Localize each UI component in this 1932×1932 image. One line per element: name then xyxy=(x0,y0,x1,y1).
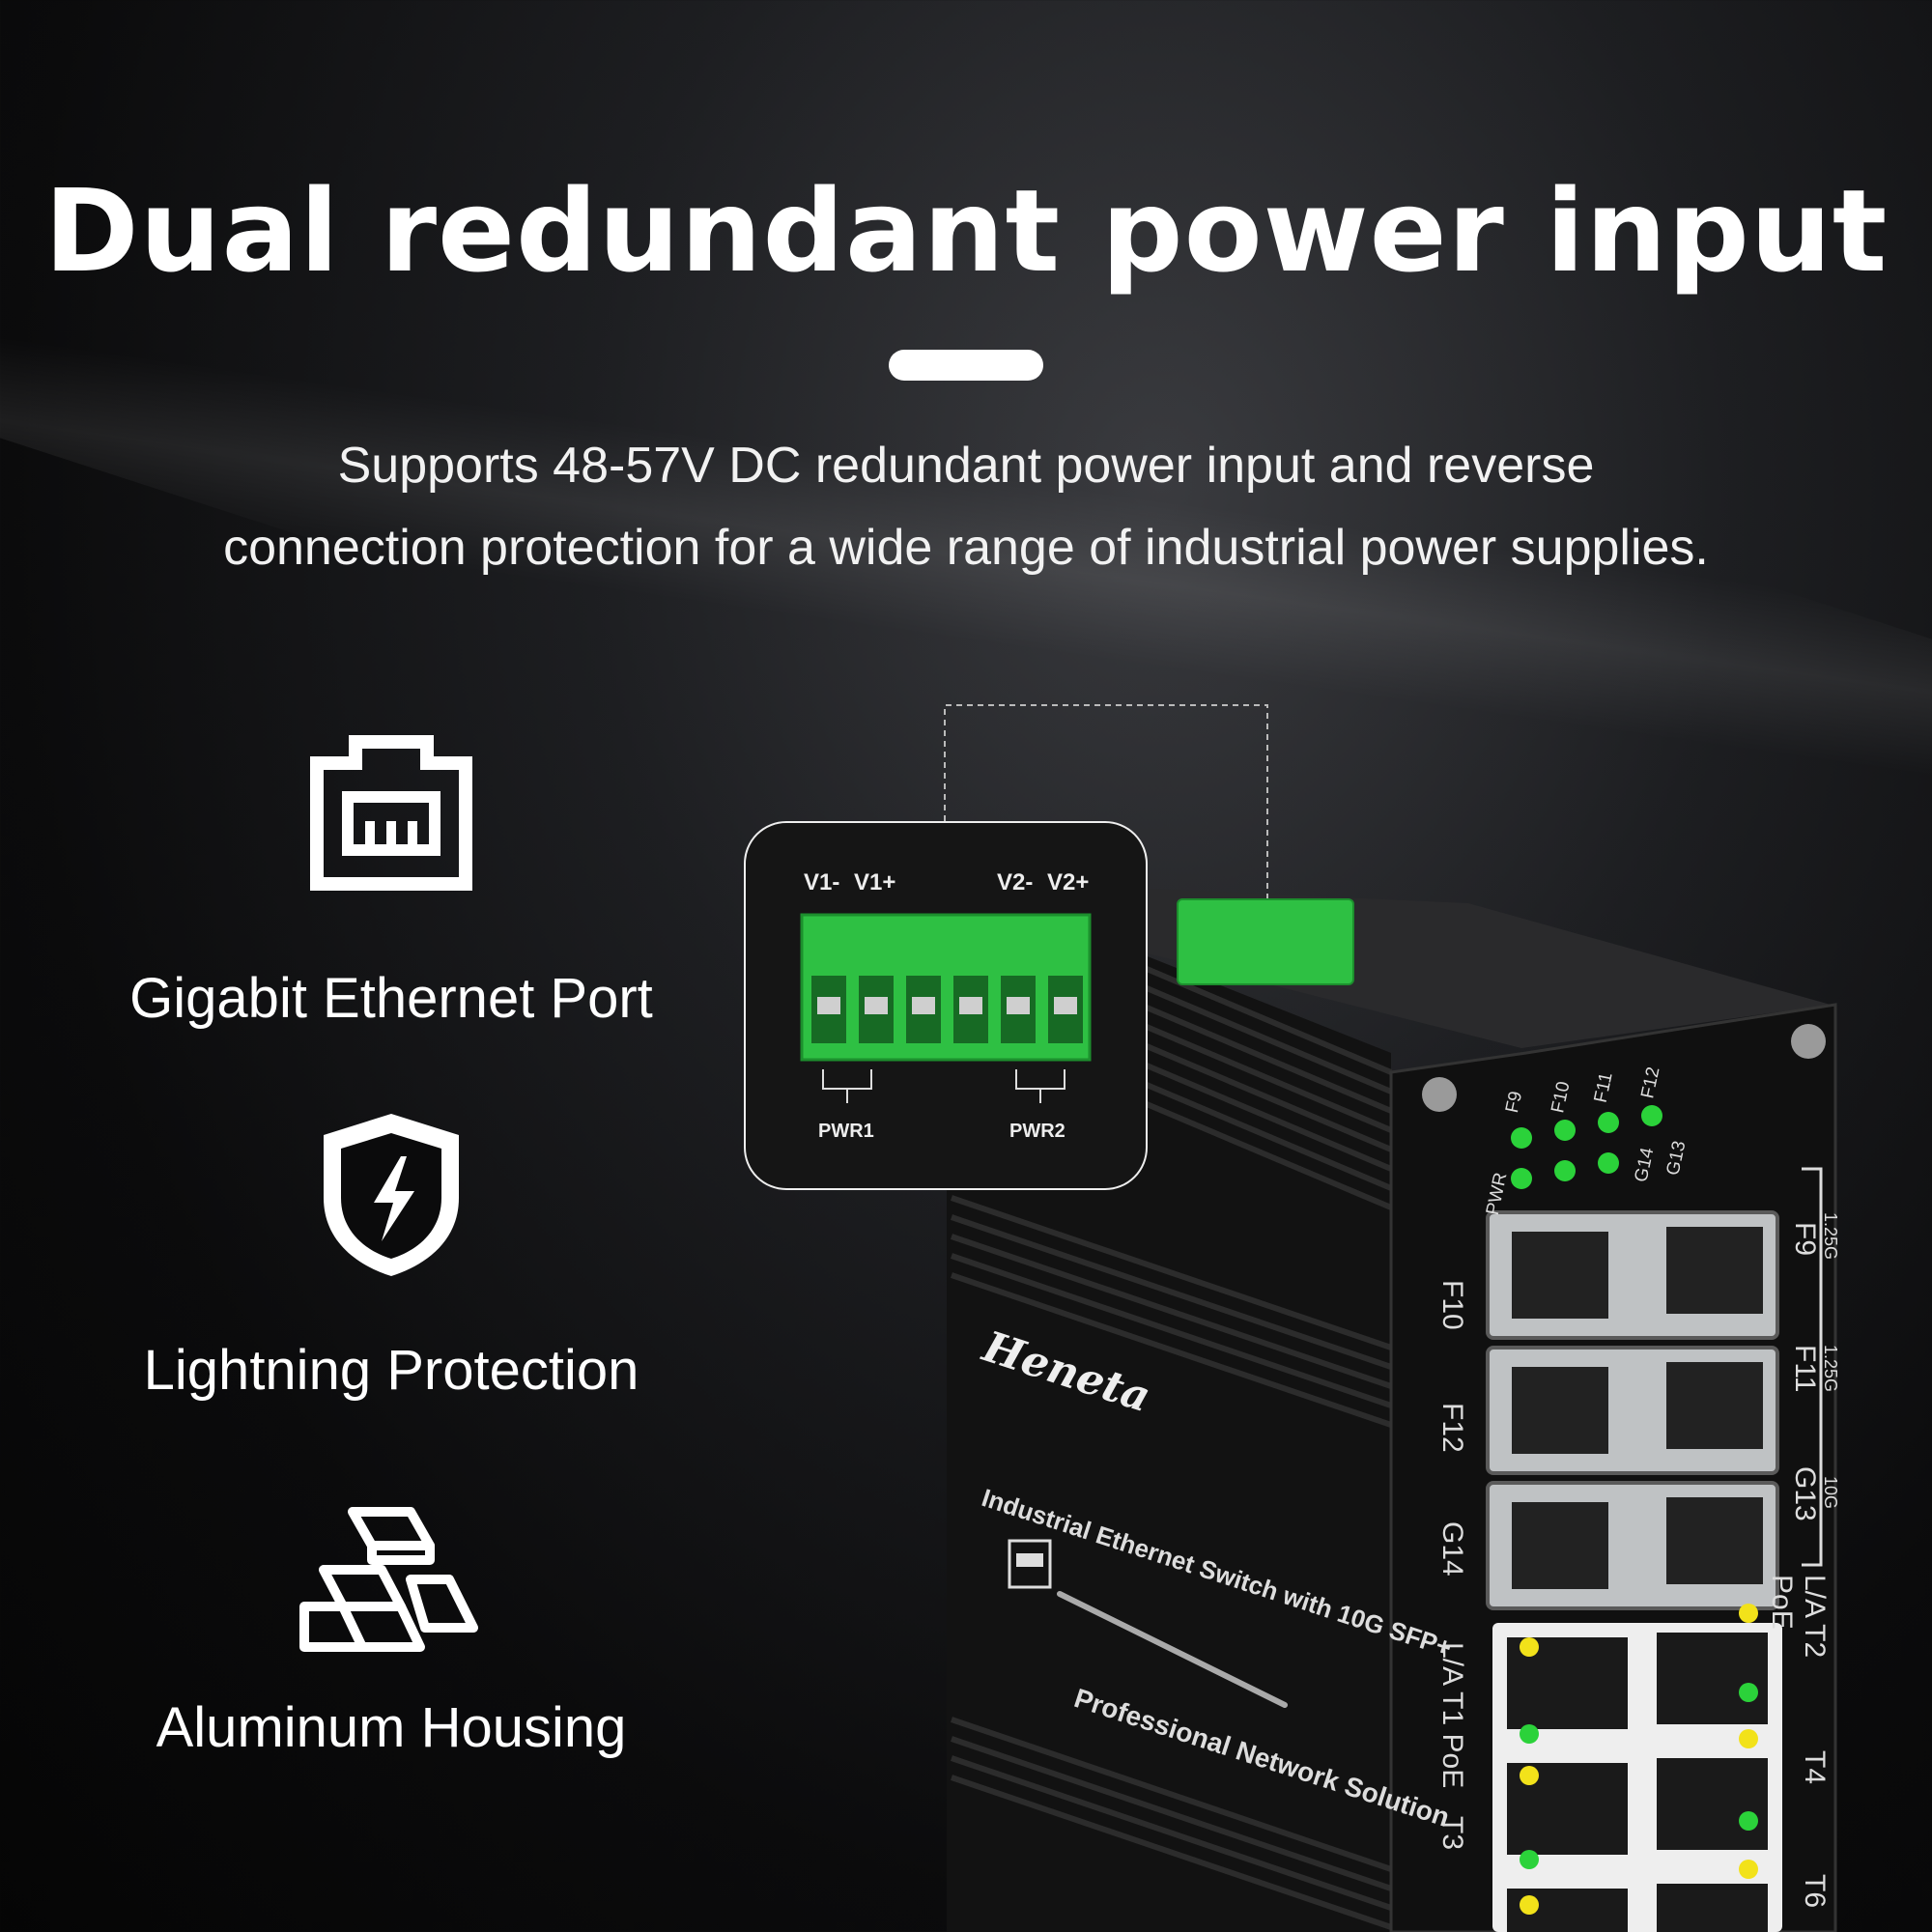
subtitle-line-1: Supports 48-57V DC redundant power input… xyxy=(337,438,1595,494)
power-terminal-block xyxy=(1177,898,1354,985)
port-label: T6 xyxy=(1799,1874,1831,1909)
title-divider xyxy=(889,350,1043,381)
speed-label: 1.25G xyxy=(1821,1212,1840,1261)
ethernet-port-icon xyxy=(310,735,472,891)
led-pwr xyxy=(1511,1168,1532,1189)
feature-aluminum-housing: Aluminum Housing xyxy=(77,1492,705,1760)
port-label: F11 xyxy=(1789,1345,1821,1393)
pin-label: V2+ xyxy=(1047,869,1090,895)
feature-gigabit-ethernet: Gigabit Ethernet Port xyxy=(77,724,705,1031)
port-label: F9 xyxy=(1789,1222,1821,1257)
port-label: F12 xyxy=(1436,1403,1468,1453)
subtitle-line-2: connection protection for a wide range o… xyxy=(223,520,1709,576)
speed-label: 10G xyxy=(1821,1476,1840,1510)
port-label: T4 xyxy=(1799,1750,1831,1785)
led-g13 xyxy=(1598,1152,1619,1174)
port-label: T3 xyxy=(1436,1816,1468,1851)
screw-icon xyxy=(1791,1024,1826,1059)
screw-icon xyxy=(1422,1077,1457,1112)
terminal-callout: V1- V1+ V2- V2+ PWR1 PWR2 xyxy=(744,821,1148,1190)
led-f10 xyxy=(1554,1120,1576,1141)
port-label: G14 xyxy=(1436,1521,1468,1577)
led-label: F9 xyxy=(1502,1089,1527,1115)
led-f11 xyxy=(1598,1112,1619,1133)
port-label: L/A T2 PoE xyxy=(1766,1575,1831,1659)
port-label: L/A T1 PoE xyxy=(1436,1642,1468,1789)
pin-label: V2- xyxy=(997,869,1034,895)
port-label: F10 xyxy=(1436,1280,1468,1330)
subtitle: Supports 48-57V DC redundant power input… xyxy=(97,425,1835,589)
lightning-shield-icon xyxy=(324,1114,459,1276)
feature-label: Lightning Protection xyxy=(143,1339,639,1402)
port-label: G13 xyxy=(1789,1466,1821,1521)
led-g14 xyxy=(1554,1160,1576,1181)
group-label: PWR1 xyxy=(818,1121,874,1142)
aluminum-bars-icon xyxy=(299,1507,478,1652)
led-f12 xyxy=(1641,1105,1662,1126)
pin-label: V1- xyxy=(804,869,840,895)
feature-label: Gigabit Ethernet Port xyxy=(129,967,653,1030)
led-f9 xyxy=(1511,1127,1532,1149)
page-title: Dual redundant power input xyxy=(43,164,1889,298)
speed-label: 1.25G xyxy=(1821,1345,1840,1393)
feature-label: Aluminum Housing xyxy=(156,1696,627,1759)
terminal-zoom-illustration xyxy=(800,913,1092,1103)
pin-label: V1+ xyxy=(854,869,896,895)
feature-lightning-protection: Lightning Protection xyxy=(77,1106,705,1403)
group-label: PWR2 xyxy=(1009,1121,1065,1142)
